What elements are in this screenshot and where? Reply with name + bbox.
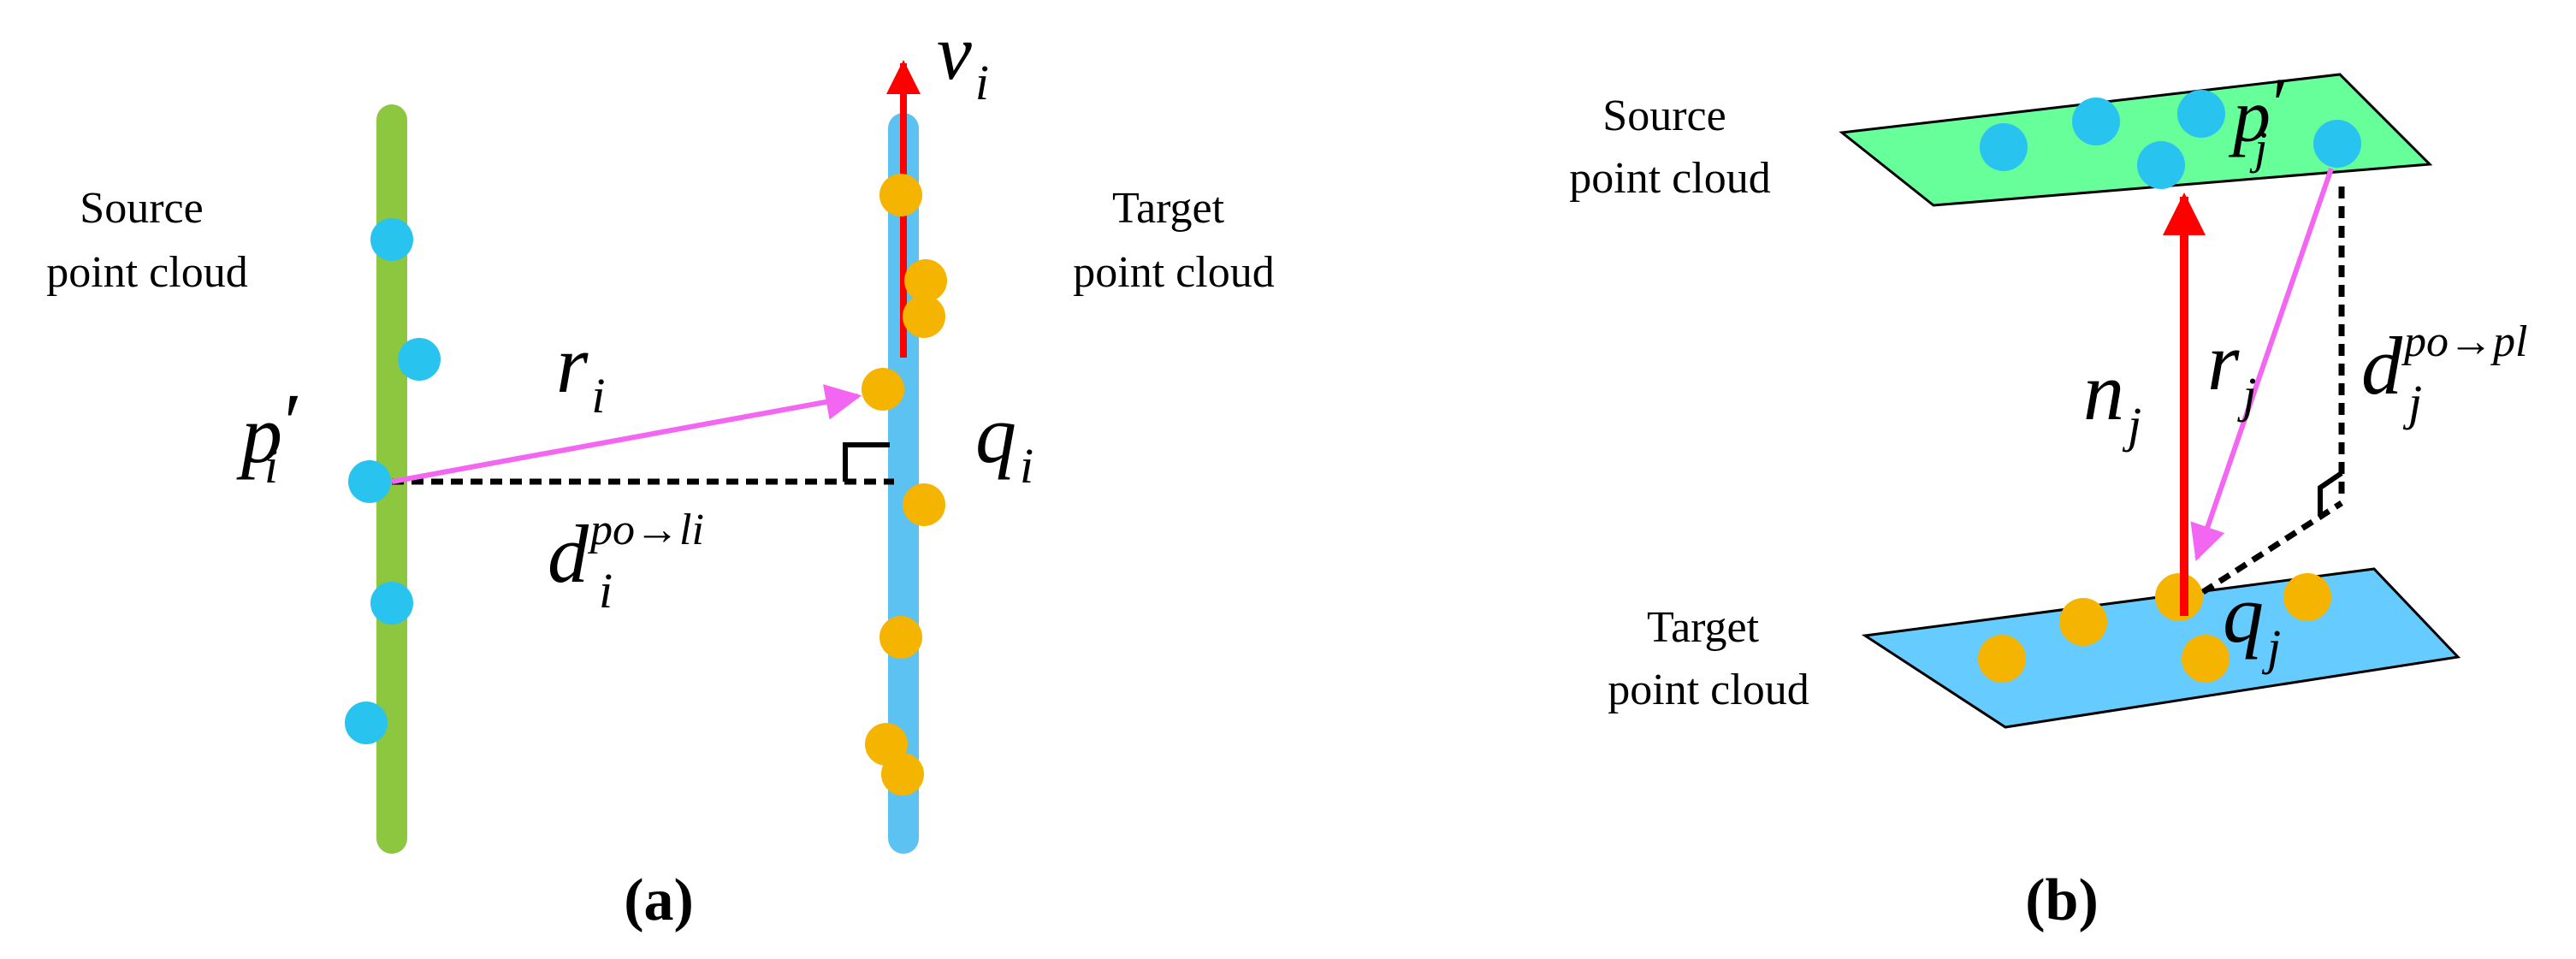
source-points <box>345 218 441 744</box>
target-label-line1: Target <box>1112 184 1225 233</box>
target-label-line2: point cloud <box>1073 248 1274 297</box>
caption-b: (b) <box>2025 867 2099 933</box>
target-label-b: Target point cloud <box>1608 603 1809 714</box>
target-point <box>879 616 922 659</box>
panel-b: Source point cloud Target point cloud p′… <box>1569 63 2527 933</box>
source-point <box>370 218 413 261</box>
target-point <box>881 753 924 796</box>
label-d-po-li: dpo→li <box>548 506 704 600</box>
target-point <box>903 295 945 338</box>
target-point <box>903 483 945 526</box>
label-d-sub-i: i <box>599 563 613 619</box>
source-point <box>2177 90 2225 138</box>
right-angle-marker <box>843 442 890 482</box>
label-r-j: rj <box>2207 316 2256 423</box>
source-label-line2: point cloud <box>1569 154 1770 203</box>
source-point-p-prime <box>2313 120 2361 168</box>
residual-arrow-r <box>2190 168 2334 561</box>
target-point-q <box>2155 573 2203 621</box>
label-p-prime-i: p′i <box>236 376 302 494</box>
target-points-b <box>1978 573 2331 683</box>
source-label-line1: Source <box>80 184 203 233</box>
target-label-line1: Target <box>1647 603 1760 652</box>
target-point-q <box>862 368 904 411</box>
label-d-po-pl: dpo→pl <box>2361 317 2527 411</box>
source-point <box>1980 123 2028 171</box>
target-point <box>879 174 922 216</box>
panel-a: Source point cloud Target point cloud vi… <box>46 9 1274 933</box>
source-label-b: Source point cloud <box>1569 92 1770 203</box>
caption-a: (a) <box>624 867 694 933</box>
source-point-p-prime <box>348 460 391 503</box>
source-point <box>398 338 441 381</box>
target-point <box>2283 573 2331 621</box>
plane-dashed-line <box>2201 500 2343 595</box>
target-point <box>904 259 947 302</box>
source-label-line2: point cloud <box>46 248 247 297</box>
source-point <box>2137 141 2185 189</box>
source-plane <box>1839 73 2433 207</box>
target-label-line2: point cloud <box>1608 666 1809 714</box>
target-label-a: Target point cloud <box>1073 184 1274 297</box>
target-point <box>1978 635 2026 683</box>
label-d-sub-j: j <box>2402 375 2422 430</box>
right-angle-marker <box>2318 471 2343 516</box>
label-v-i: vi <box>937 9 989 110</box>
source-label-a: Source point cloud <box>46 184 247 297</box>
target-point <box>2059 598 2107 646</box>
source-point <box>370 582 413 625</box>
source-point <box>2072 98 2120 145</box>
source-label-line1: Source <box>1602 92 1726 140</box>
label-r-i: ri <box>556 318 605 423</box>
label-p-prime-j: p′j <box>2228 63 2289 174</box>
label-n-j: nj <box>2083 346 2141 453</box>
source-point <box>345 701 388 744</box>
source-points-b <box>1980 90 2361 189</box>
target-points <box>862 174 947 796</box>
residual-arrow-r <box>391 384 862 484</box>
target-point <box>2182 635 2230 683</box>
label-q-i: qi <box>975 388 1033 494</box>
